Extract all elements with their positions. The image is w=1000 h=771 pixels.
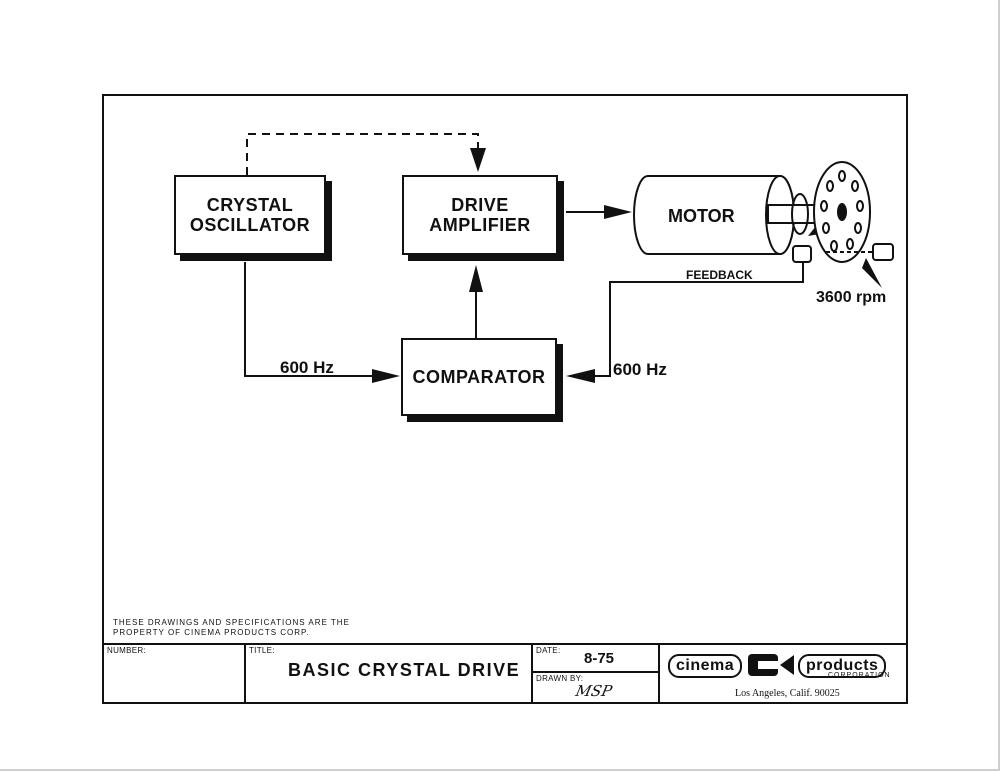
frequency-label-left: 600 Hz — [280, 358, 334, 377]
drawing-title: BASIC CRYSTAL DRIVE — [288, 660, 521, 680]
logo-subtitle: CORPORATION — [828, 672, 891, 679]
crystal-oscillator-block: CRYSTAL OSCILLATOR — [174, 175, 326, 255]
drawn-by-field-label: DRAWN BY: — [536, 674, 584, 683]
oscillator-to-comparator-arrow — [372, 369, 400, 383]
date-field-label: DATE: — [536, 646, 561, 655]
logo-word-cinema: cinema — [668, 654, 743, 678]
crystal-oscillator-label: CRYSTAL OSCILLATOR — [189, 195, 311, 235]
oscillator-to-comparator-line — [244, 262, 380, 377]
amplifier-to-motor-arrow — [604, 205, 632, 219]
motor-label: MOTOR — [668, 206, 735, 226]
company-location: Los Angeles, Calif. 90025 — [735, 688, 840, 699]
drive-amplifier-label: DRIVE AMPLIFIER — [429, 195, 531, 235]
feedback-arrow — [566, 369, 595, 383]
frequency-label-right: 600 Hz — [613, 360, 667, 379]
dashed-link-line — [246, 133, 479, 175]
title-field-label: TITLE: — [249, 646, 275, 655]
comparator-label: COMPARATOR — [412, 367, 546, 387]
drawn-by-signature: MSP — [574, 682, 614, 700]
number-field-label: NUMBER: — [107, 646, 146, 655]
title-block-grid — [103, 643, 907, 703]
comparator-block: COMPARATOR — [401, 338, 557, 416]
dashed-link-arrow — [470, 148, 486, 172]
feedback-line — [590, 262, 804, 377]
comparator-to-amplifier-arrow — [469, 265, 483, 292]
tach-disc-icon — [813, 161, 871, 263]
logo-word-products: products — [798, 654, 887, 678]
company-logo: cinema products — [668, 652, 900, 678]
date-value: 8-75 — [584, 650, 615, 667]
drive-amplifier-block: DRIVE AMPLIFIER — [402, 175, 558, 255]
property-note: THESE DRAWINGS AND SPECIFICATIONS ARE TH… — [113, 618, 350, 637]
feedback-label: FEEDBACK — [686, 268, 753, 282]
light-source-icon — [826, 243, 894, 288]
logo-emblem-icon — [748, 654, 794, 676]
rpm-label: 3600 rpm — [816, 289, 887, 306]
